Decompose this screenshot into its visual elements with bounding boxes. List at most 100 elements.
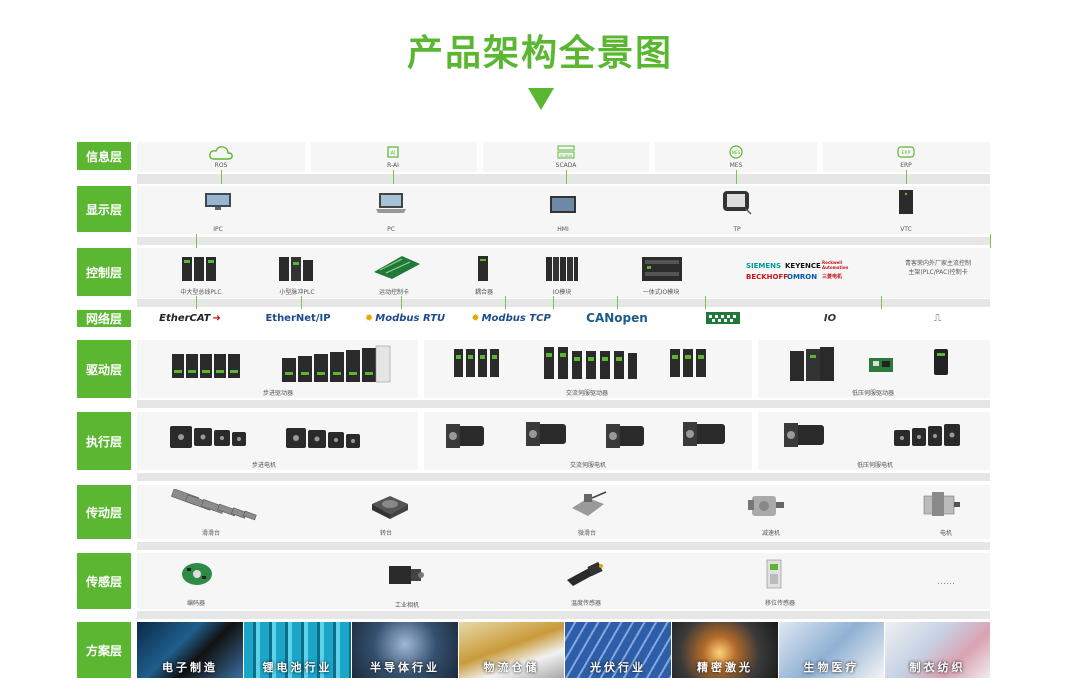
brand-rockwell: Rockwell Automation [822, 260, 849, 270]
brand-keyence: KEYENCE [785, 262, 821, 270]
info-caption-mes: MES [729, 162, 743, 169]
execute-caption-ac-servo: 交流伺服电机 [569, 462, 607, 469]
industrial-camera-icon [389, 566, 424, 584]
connector [736, 170, 737, 184]
solution-semiconductor: 半导体行业 [352, 622, 458, 678]
ac-servo-motor-icon [683, 422, 725, 446]
brand-siemens: SIEMENS [746, 262, 782, 270]
connector [196, 296, 197, 309]
transmission-caption-linear-stage: 滑滑台 [201, 530, 221, 537]
layer-label-solution: 方案层 [77, 622, 131, 678]
pc-laptop-icon [376, 193, 406, 213]
info-caption-ros: ROS [214, 162, 228, 169]
connector [617, 296, 618, 309]
sensing-caption-camera: 工业相机 [394, 602, 420, 609]
network-bus [671, 309, 775, 327]
control-caption-coupler: 耦合器 [474, 289, 494, 296]
solution-label-medical: 生物医疗 [803, 661, 860, 674]
encoder-icon [182, 563, 212, 585]
lv-servo-board-icon [869, 358, 893, 372]
bus-connector-icon [706, 312, 740, 324]
solution-label-photovoltaic: 光伏行业 [590, 661, 646, 674]
lv-servo-motor-icon [784, 423, 824, 447]
brand-mitsubishi: 三菱电机 [822, 274, 843, 280]
control-caption-motion-card: 运动控制卡 [378, 289, 410, 296]
info-icon-scada: SCADA [560, 154, 573, 158]
down-arrow-icon [528, 88, 554, 110]
motion-card-icon [374, 256, 420, 279]
large-plc-icon [182, 257, 216, 281]
connector [566, 170, 567, 184]
lv-servo-compact-icon [934, 349, 948, 375]
solution-label-electronics: 电子制造 [162, 661, 218, 674]
gear-reducer-icon [748, 496, 784, 516]
control-caption-large-plc: 中大型总线PLC [180, 289, 222, 296]
brand-beckhoff: BECKHOFF [746, 273, 789, 281]
temperature-sensor-icon [567, 561, 603, 586]
transmission-caption-cylinder: 电机 [939, 530, 953, 537]
solution-photovoltaic: 光伏行业 [565, 622, 671, 678]
connector [401, 296, 402, 309]
connector [505, 296, 506, 309]
solution-label-battery: 锂电池行业 [262, 661, 333, 674]
hmi-screen-icon [550, 196, 576, 213]
connector [990, 234, 991, 248]
display-caption-hmi: HMI [557, 226, 569, 233]
info-icon-mes: MES [732, 150, 741, 155]
stepper-drive-icon [172, 354, 240, 378]
layer-label-execute: 执行层 [77, 412, 131, 470]
network-label-ethercat: EtherCAT [159, 312, 211, 324]
io-module-icon [546, 257, 578, 281]
layer-label-drive: 驱动层 [77, 340, 131, 398]
info-band [137, 174, 990, 184]
transmission-caption-micro-stage: 微滑台 [577, 530, 597, 537]
micro-stage-icon [572, 491, 607, 516]
vtc-controller-icon [899, 190, 913, 214]
transmission-panel [137, 485, 990, 539]
modbus-gear-icon: ✹ [471, 312, 480, 324]
network-label-modbus-rtu: Modbus RTU [375, 312, 446, 324]
sensing-band [137, 611, 990, 619]
control-band [137, 299, 990, 307]
electric-cylinder-icon [923, 492, 960, 516]
connector [221, 170, 222, 184]
ipc-monitor-icon [205, 193, 231, 210]
connector [881, 296, 882, 309]
execute-caption-lv-servo: 低压伺服电机 [856, 462, 894, 469]
ac-servo-drive-group-icon [544, 347, 637, 379]
scada-icon: SCADA [557, 145, 575, 159]
connector [906, 170, 907, 184]
info-cell-mes [655, 142, 817, 172]
connector [393, 170, 394, 184]
layer-label-info: 信息层 [77, 142, 131, 170]
linear-stage-icon [171, 489, 257, 521]
display-band [137, 237, 990, 245]
coupler-icon [478, 256, 488, 281]
sensing-caption-temperature: 温度传感器 [570, 600, 602, 607]
display-caption-vtc: VTC [900, 226, 912, 233]
network-io: IO [777, 309, 883, 327]
ai-chip-icon: AI [387, 146, 399, 158]
small-plc-icon [279, 257, 313, 281]
solution-textile: 制衣纺织 [885, 622, 990, 678]
drive-band [137, 400, 990, 408]
sensing-caption-encoder: 编码器 [186, 600, 206, 607]
control-caption-third-party: 青客荣内外厂家主流控制主架(PLC/PAC)控制卡 [905, 260, 972, 276]
mes-icon: MES [729, 145, 743, 159]
ac-servo-motor-icon [606, 424, 644, 448]
info-cell-scada [483, 142, 649, 172]
display-caption-tp: TP [733, 226, 741, 233]
drive-caption-stepper: 步进驱动器 [262, 390, 294, 397]
tp-pendant-icon [723, 191, 752, 215]
transmission-caption-reducer: 减速机 [761, 530, 781, 537]
info-caption-scada: SCADA [555, 162, 577, 169]
solution-label-laser: 精密激光 [697, 661, 753, 674]
display-caption-pc: PC [387, 226, 395, 233]
drive-caption-ac-servo: 交流伺服驱动器 [565, 390, 609, 397]
execute-caption-stepper: 步进电机 [251, 462, 277, 469]
integrated-io-icon [642, 257, 682, 281]
drive-caption-lv-servo: 低压伺服驱动器 [851, 390, 895, 397]
modbus-gear-icon: ✹ [364, 312, 374, 324]
solution-laser: 精密激光 [672, 622, 778, 678]
layer-label-display: 显示层 [77, 186, 131, 232]
